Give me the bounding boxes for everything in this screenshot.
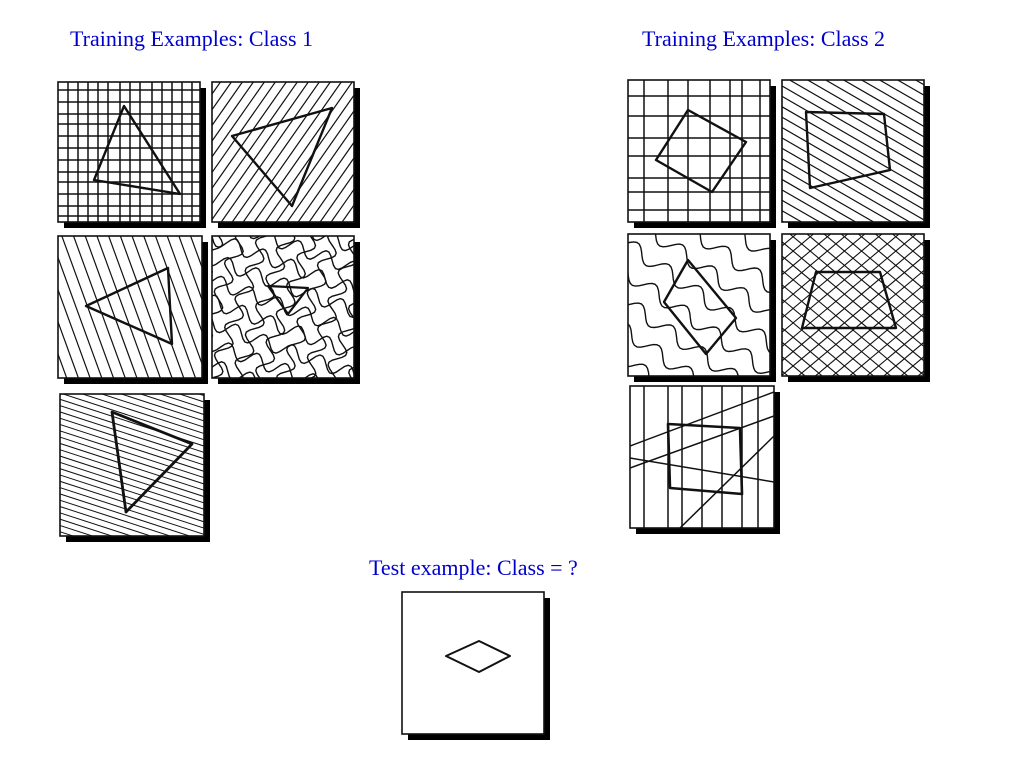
panel-texture [628, 234, 770, 376]
panel-border [781, 79, 925, 223]
panel-border [627, 233, 771, 377]
panel-texture [630, 386, 774, 528]
class1-example-4 [211, 235, 355, 379]
class1-heading: Training Examples: Class 1 [70, 26, 314, 51]
panel-texture [58, 82, 200, 222]
class1-example-3 [57, 235, 203, 379]
panel-texture [60, 394, 204, 536]
panel-texture [58, 236, 202, 378]
class2-heading: Training Examples: Class 2 [642, 26, 886, 51]
panel-texture [782, 234, 924, 376]
class1-example-1 [57, 81, 201, 223]
panel-border [629, 385, 775, 529]
test-example [401, 591, 545, 735]
class1-example-5 [59, 393, 205, 537]
class2-example-5 [629, 385, 775, 529]
class1-example-2 [211, 81, 355, 223]
class2-example-2 [781, 79, 925, 223]
panel-border [211, 81, 355, 223]
panel-border [57, 81, 201, 223]
panel-texture [212, 82, 354, 222]
panel-texture [445, 640, 511, 673]
class2-example-4 [781, 233, 925, 377]
panel-border [59, 393, 205, 537]
class2-example-3 [627, 233, 771, 377]
panel-border [401, 591, 545, 735]
class2-example-1 [627, 79, 771, 223]
panel-border [57, 235, 203, 379]
panel-texture [782, 80, 924, 222]
panel-border [781, 233, 925, 377]
test-heading: Test example: Class = ? [369, 555, 578, 580]
panel-border [211, 235, 355, 379]
panel-texture [628, 80, 770, 222]
panel-texture [212, 236, 354, 378]
panel-border [627, 79, 771, 223]
